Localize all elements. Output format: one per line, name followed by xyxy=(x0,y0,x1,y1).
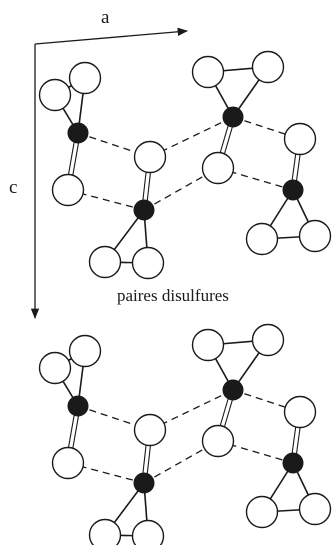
sulfur-atom xyxy=(245,495,279,529)
sulfur-atom xyxy=(51,446,85,480)
metal-atom xyxy=(282,179,304,201)
sulfur-atom xyxy=(283,122,317,156)
dashed-bond xyxy=(143,167,219,211)
sulfur-atom xyxy=(298,219,332,253)
axes xyxy=(30,27,189,320)
metal-atom xyxy=(222,106,244,128)
sulfur-atom xyxy=(201,424,235,458)
dashed-bond xyxy=(143,440,219,484)
sulfur-atom xyxy=(133,140,167,174)
sulfur-atom xyxy=(68,334,102,368)
axis-a-label: a xyxy=(101,7,110,28)
metal-atom xyxy=(133,472,155,494)
sulfur-atom xyxy=(133,413,167,447)
sulfur-atom xyxy=(201,151,235,185)
metal-atom xyxy=(133,199,155,221)
sulfur-atom xyxy=(283,395,317,429)
metal-atom xyxy=(67,395,89,417)
sulfur-atom xyxy=(88,245,122,279)
metal-atom xyxy=(222,379,244,401)
caption-disulfide-pairs: paires disulfures xyxy=(117,286,229,305)
sulfur-atom xyxy=(38,351,72,385)
sulfur-atom xyxy=(245,222,279,256)
sulfur-atom xyxy=(191,55,225,89)
axis-a-arrow xyxy=(34,27,189,45)
sulfur-atom xyxy=(251,50,285,84)
axis-c-label: c xyxy=(9,177,18,198)
atoms xyxy=(38,50,332,545)
metal-atom xyxy=(67,122,89,144)
metal-atom xyxy=(282,452,304,474)
sulfur-atom xyxy=(88,518,122,545)
sulfur-atom xyxy=(298,492,332,526)
sulfur-atom xyxy=(251,323,285,357)
sulfur-atom xyxy=(51,173,85,207)
sulfur-atom xyxy=(38,78,72,112)
sulfur-atom xyxy=(191,328,225,362)
sulfur-atom xyxy=(131,519,165,545)
sulfur-atom xyxy=(131,246,165,280)
sulfur-atom xyxy=(68,61,102,95)
